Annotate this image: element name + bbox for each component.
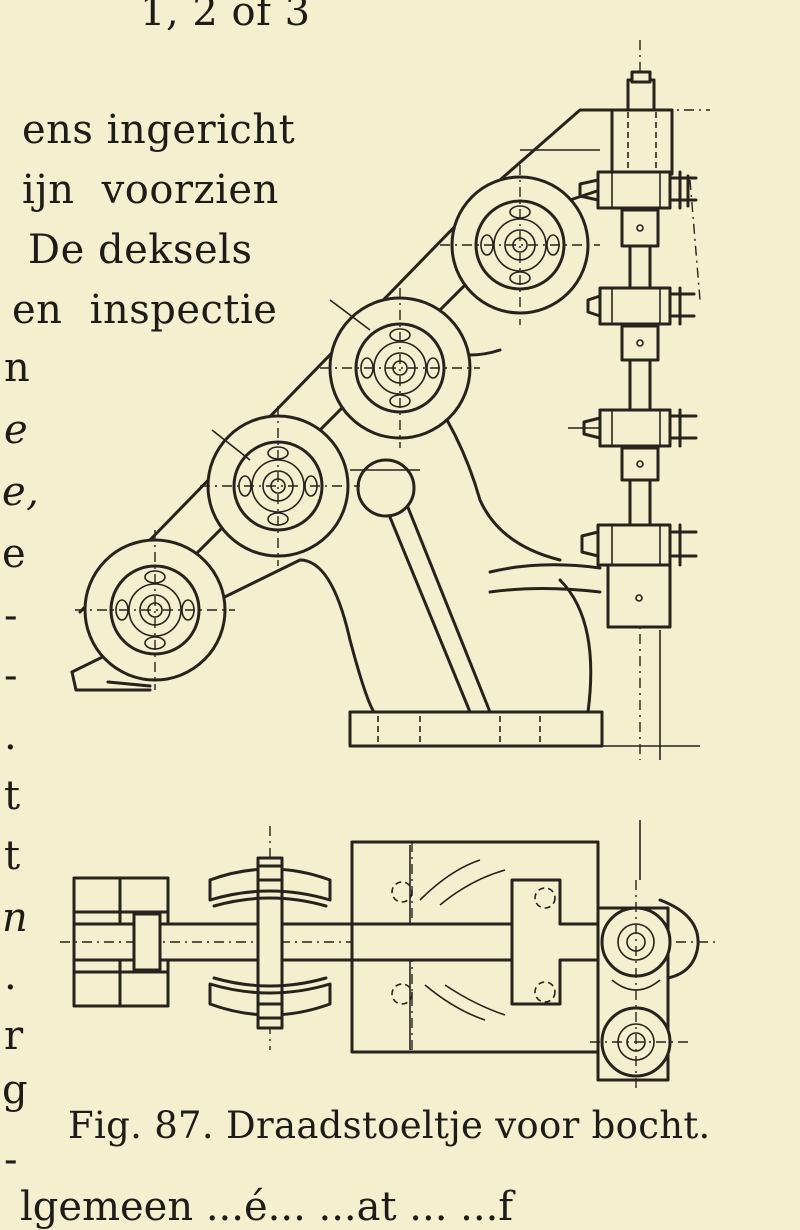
text-line-13: t bbox=[4, 833, 21, 879]
spindle-sheave-1 bbox=[578, 170, 698, 248]
text-line-8: e bbox=[2, 531, 27, 577]
text-line-2: ijn voorzien bbox=[22, 167, 279, 213]
spindle-sheave-3 bbox=[568, 408, 698, 482]
pulley-4 bbox=[75, 530, 235, 690]
figure-caption: Fig. 87. Draadstoeltje voor bocht. bbox=[68, 1104, 711, 1147]
pulley-3 bbox=[200, 406, 360, 566]
text-line-7: e, bbox=[2, 469, 40, 515]
pulley-1 bbox=[440, 165, 600, 325]
text-line-14: n bbox=[2, 895, 29, 941]
vertical-spindle bbox=[606, 40, 674, 760]
text-line-6: e bbox=[4, 407, 29, 453]
text-line-18: - bbox=[4, 1137, 19, 1183]
spindle-sheave-4 bbox=[580, 523, 698, 567]
side-view-drawing bbox=[70, 40, 710, 760]
top-view-sheave bbox=[208, 826, 332, 1050]
text-line-11: . bbox=[4, 713, 18, 759]
text-line-5: n bbox=[4, 345, 31, 391]
text-line-9: - bbox=[4, 593, 19, 639]
text-line-4: en inspectie bbox=[12, 287, 278, 333]
text-line-17: g bbox=[2, 1067, 29, 1113]
top-text-fragment: 1, 2 of 3 bbox=[140, 0, 311, 35]
pulley-2 bbox=[320, 288, 480, 448]
text-line-3: De deksels bbox=[28, 227, 253, 273]
text-line-10: - bbox=[4, 653, 19, 699]
text-line-16: r bbox=[4, 1013, 24, 1059]
spindle-sheave-2 bbox=[586, 286, 696, 362]
text-line-12: t bbox=[4, 773, 21, 819]
text-line-15: . bbox=[4, 953, 18, 999]
bottom-text-fragment: lgemeen ...é... ...at ... ...f bbox=[20, 1184, 514, 1230]
top-view-drawing bbox=[60, 820, 720, 1090]
text-line-1: ens ingericht bbox=[22, 107, 296, 153]
